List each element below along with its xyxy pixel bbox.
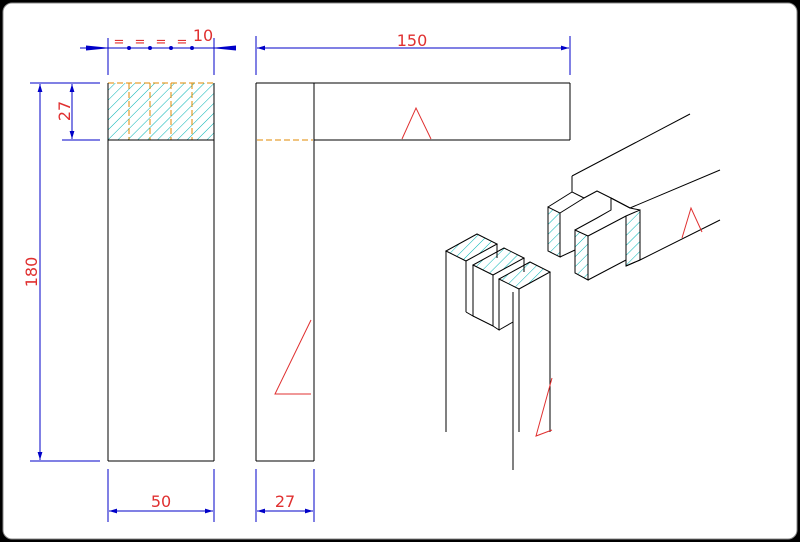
dim-equal-2: = — [135, 35, 146, 50]
dim-equal-1: = — [114, 35, 125, 50]
dim-equal-4: = — [177, 35, 188, 50]
face-mark-iso-vertical — [535, 377, 553, 437]
iso-tenon-1-end — [547, 206, 561, 258]
front-view-tenon-hatch — [108, 83, 214, 140]
front-view — [107, 82, 215, 462]
dim-side-thickness: 27 — [275, 492, 295, 511]
side-view — [255, 82, 571, 462]
dim-finger-pitch: 10 — [193, 26, 213, 45]
face-mark-iso-horizontal — [681, 206, 703, 239]
front-view-outline — [107, 83, 215, 462]
dim-height: 180 — [22, 257, 41, 288]
iso-horizontal-piece — [547, 113, 721, 281]
dim-equal-3: = — [156, 35, 167, 50]
dim-bottom-width: 50 — [151, 492, 171, 511]
face-mark-upper — [401, 106, 432, 140]
front-view-hidden-lines — [108, 82, 214, 140]
dim-tenon-depth: 27 — [55, 101, 74, 121]
iso-shoulder-end — [625, 209, 641, 267]
dim-top-width: 150 — [397, 31, 428, 50]
dimensions — [30, 36, 571, 522]
face-mark-lower — [274, 319, 312, 395]
iso-vertical-piece — [444, 233, 553, 470]
iso-tenon-2-end — [574, 229, 589, 281]
